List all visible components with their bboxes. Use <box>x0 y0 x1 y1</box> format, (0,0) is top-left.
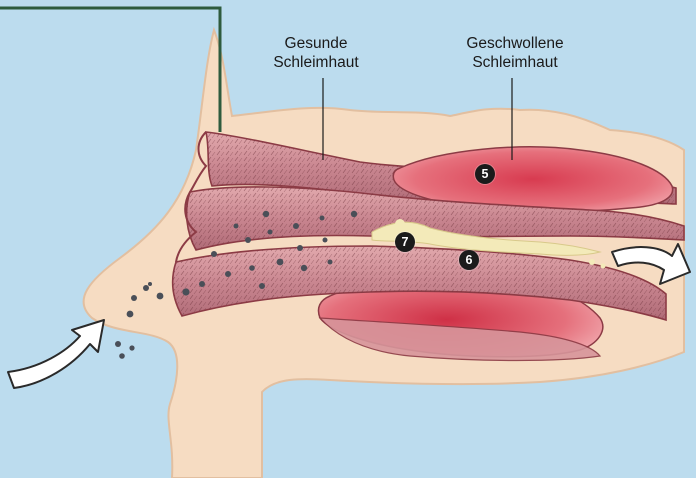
marker-6: 6 <box>459 250 479 270</box>
label-swollen-line2: Schleimhaut <box>445 53 585 72</box>
marker-7: 7 <box>395 232 415 252</box>
label-healthy-line1: Gesunde <box>258 34 374 53</box>
label-healthy-line2: Schleimhaut <box>258 53 374 72</box>
marker-5: 5 <box>475 164 495 184</box>
frame-line <box>0 8 220 132</box>
label-swollen-line1: Geschwollene <box>445 34 585 53</box>
label-healthy-mucosa: Gesunde Schleimhaut <box>258 34 374 72</box>
inflow-arrow-icon <box>8 320 104 388</box>
label-swollen-mucosa: Geschwollene Schleimhaut <box>445 34 585 72</box>
